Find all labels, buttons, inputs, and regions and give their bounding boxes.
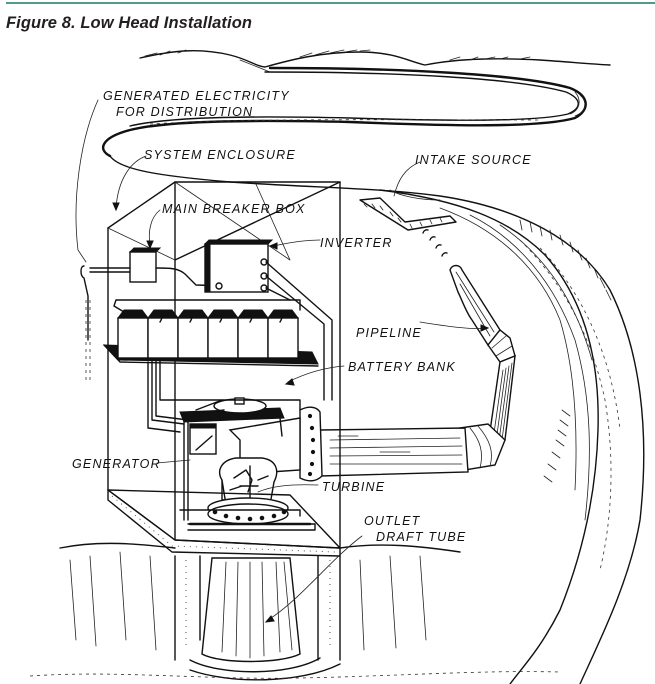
label-turbine: TURBINE bbox=[322, 480, 385, 494]
label-draft-tube: DRAFT TUBE bbox=[376, 530, 466, 544]
intake-source-structure bbox=[359, 189, 457, 257]
label-system-enclosure: SYSTEM ENCLOSURE bbox=[144, 148, 296, 162]
pipeline bbox=[319, 264, 516, 477]
hills-horizon bbox=[139, 49, 611, 73]
label-intake-source: INTAKE SOURCE bbox=[415, 153, 532, 167]
leader-lines bbox=[75, 99, 421, 623]
generator bbox=[183, 419, 217, 521]
river bbox=[101, 66, 645, 684]
top-accent-rule bbox=[6, 2, 655, 4]
foundation bbox=[29, 542, 561, 681]
inverter bbox=[203, 239, 333, 401]
label-outlet: OUTLET bbox=[364, 514, 421, 528]
figure-title: Figure 8. Low Head Installation bbox=[6, 14, 253, 32]
battery-bank bbox=[102, 299, 319, 433]
label-for-distribution: FOR DISTRIBUTION bbox=[116, 105, 253, 119]
battery-cells bbox=[117, 309, 299, 359]
label-generated-electricity: GENERATED ELECTRICITY bbox=[103, 89, 290, 103]
turbine-assembly bbox=[179, 397, 323, 531]
low-head-installation-diagram: GENERATED ELECTRICITY FOR DISTRIBUTION S… bbox=[29, 49, 645, 684]
diagram-labels: GENERATED ELECTRICITY FOR DISTRIBUTION S… bbox=[72, 89, 532, 544]
label-battery-bank: BATTERY BANK bbox=[348, 360, 456, 374]
label-main-breaker-box: MAIN BREAKER BOX bbox=[162, 202, 306, 216]
main-breaker-box bbox=[80, 247, 231, 380]
label-pipeline: PIPELINE bbox=[356, 326, 422, 340]
label-inverter: INVERTER bbox=[320, 236, 393, 250]
label-generator: GENERATOR bbox=[72, 457, 161, 471]
